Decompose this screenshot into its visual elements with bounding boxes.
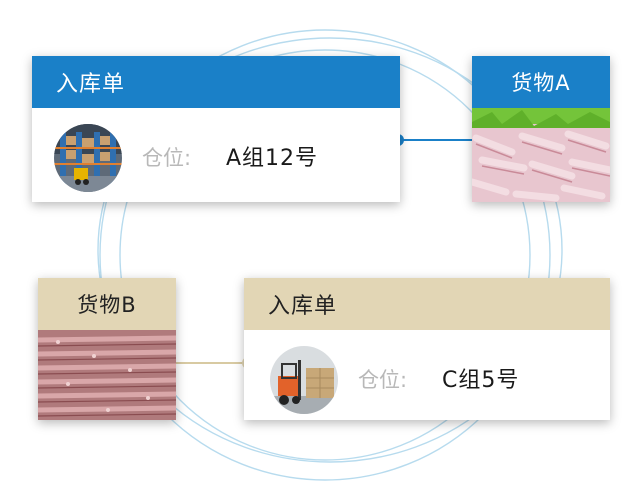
warehouse-avatar [54, 124, 122, 192]
receipt-card-a-header: 入库单 [32, 56, 400, 108]
receipt-card-b-header: 入库单 [244, 278, 610, 330]
receipt-card-b-title: 入库单 [268, 294, 338, 319]
receipt-card-b-body: 仓位: C组5号 [244, 330, 610, 420]
receipt-card-a-location-value: A组12号 [226, 146, 319, 171]
receipt-card-a-title: 入库单 [56, 72, 126, 97]
receipt-card-a-body: 仓位: A组12号 [32, 108, 400, 198]
goods-card-b-title: 货物B [38, 278, 176, 330]
goods-card-b[interactable]: 货物B [38, 278, 176, 420]
receipt-card-b[interactable]: 入库单 仓位: C组5号 [244, 278, 610, 420]
chicken-feet-photo-icon [472, 108, 610, 202]
receipt-card-a[interactable]: 入库单 [32, 56, 400, 202]
connector-line-a [392, 134, 476, 146]
forklift-avatar [270, 346, 338, 414]
receipt-card-a-location-label: 仓位: [142, 146, 192, 170]
goods-card-a-title: 货物A [472, 56, 610, 108]
goods-card-a[interactable]: 货物A [472, 56, 610, 202]
receipt-card-b-location-value: C组5号 [442, 368, 520, 393]
receipt-card-b-location-label: 仓位: [358, 368, 408, 392]
shrimp-photo-icon [38, 330, 176, 420]
